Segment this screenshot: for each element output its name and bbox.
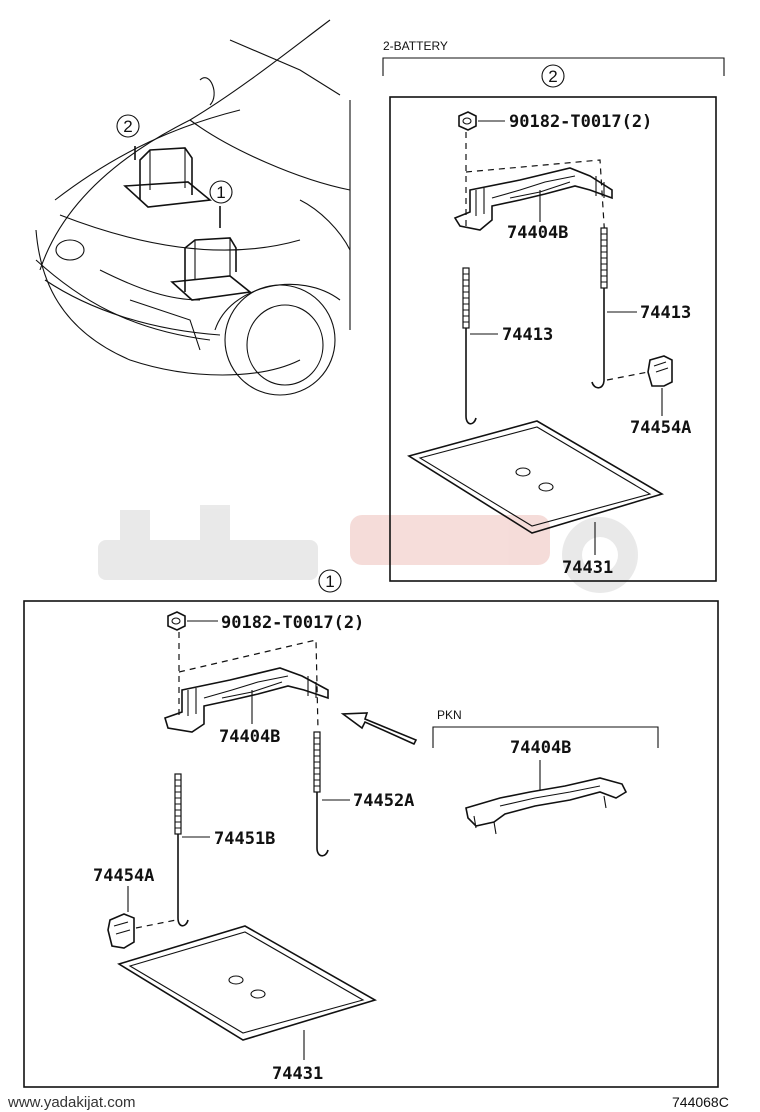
tray-section2	[407, 420, 664, 534]
section-1-frame	[23, 600, 719, 1088]
part-label-tray-s1: 74431	[272, 1064, 323, 1084]
part-label-rod-left-s2: 74413	[502, 325, 553, 345]
section-battery-label: 2-BATTERY	[383, 39, 448, 53]
car-overview-illustration	[35, 19, 351, 396]
part-label-bracket-s2: 74454A	[630, 418, 691, 438]
marker-2-overview: 2	[116, 114, 140, 138]
part-label-clamp-s2: 74404B	[507, 223, 568, 243]
rod-left-section1	[174, 773, 189, 927]
variant-pkn-bracket	[432, 726, 659, 748]
svg-text:2: 2	[123, 117, 132, 136]
part-label-rod-left-s1: 74451B	[214, 829, 275, 849]
part-label-nut-s1: 90182-T0017(2)	[221, 613, 364, 633]
bracket-section2	[647, 355, 673, 387]
nut-section2	[458, 111, 505, 131]
diagram-code: 744068C	[672, 1094, 729, 1110]
part-label-nut-s2: 90182-T0017(2)	[509, 112, 652, 132]
bracket-section1	[107, 913, 135, 949]
section-2-frame	[389, 96, 717, 582]
marker-1-overview: 1	[209, 180, 233, 204]
nut-section1	[167, 611, 218, 631]
rod-right-section2	[591, 227, 608, 389]
part-label-rod-right-s1: 74452A	[353, 791, 414, 811]
part-label-bracket-s1: 74454A	[93, 866, 154, 886]
svg-text:1: 1	[216, 183, 225, 202]
part-label-rod-right-s2: 74413	[640, 303, 691, 323]
watermark-logo	[98, 505, 638, 593]
marker-2-section: 2	[541, 64, 565, 88]
part-label-clamp-s1: 74404B	[219, 727, 280, 747]
clamp-pkn-variant	[465, 777, 628, 835]
rod-left-section2	[462, 267, 477, 425]
part-label-tray-s2: 74431	[562, 558, 613, 578]
svg-text:1: 1	[325, 572, 334, 591]
section-battery-bracket	[382, 57, 725, 76]
watermark-url: www.yadakijat.com	[7, 1094, 136, 1111]
tray-section1	[117, 925, 378, 1041]
marker-1-section: 1	[318, 569, 342, 593]
clamp-section2	[453, 167, 613, 231]
part-label-pkn-clamp: 74404B	[510, 738, 571, 758]
direction-arrow	[340, 712, 418, 746]
clamp-section1	[164, 667, 329, 733]
rod-right-section1	[313, 731, 329, 857]
svg-text:2: 2	[548, 67, 557, 86]
variant-pkn-label: PKN	[437, 708, 462, 722]
